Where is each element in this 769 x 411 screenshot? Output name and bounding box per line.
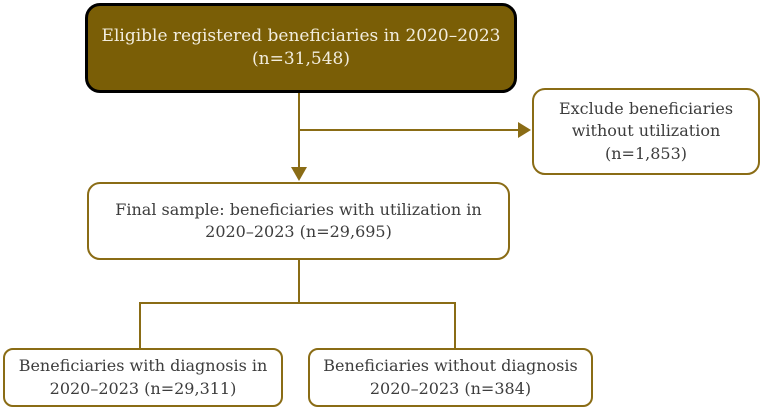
node-text-line: Beneficiaries without diagnosis bbox=[323, 356, 578, 376]
node-exclude-beneficiaries: Exclude beneficiaries without utilizatio… bbox=[532, 88, 760, 175]
node-text-line: Beneficiaries with diagnosis in bbox=[18, 356, 268, 376]
node-text-line: without utilization bbox=[571, 121, 721, 141]
node-text-line: (n=31,548) bbox=[252, 49, 350, 69]
node-eligible-beneficiaries: Eligible registered beneficiaries in 202… bbox=[85, 3, 517, 93]
node-without-diagnosis: Beneficiaries without diagnosis 2020–202… bbox=[308, 348, 593, 407]
node-text-line: Final sample: beneficiaries with utiliza… bbox=[115, 199, 482, 219]
node-text-line: Eligible registered beneficiaries in 202… bbox=[101, 25, 501, 46]
node-with-diagnosis: Beneficiaries with diagnosis in 2020–202… bbox=[3, 348, 283, 407]
node-text-line: 2020–2023 (n=29,695) bbox=[205, 222, 392, 241]
node-text-line: 2020–2023 (n=29,311) bbox=[49, 378, 237, 398]
node-text-line: (n=1,853) bbox=[605, 143, 687, 163]
arrow-right-icon bbox=[518, 122, 531, 138]
node-text-line: Exclude beneficiaries bbox=[558, 99, 734, 119]
arrow-down-icon bbox=[291, 167, 307, 181]
node-final-sample: Final sample: beneficiaries with utiliza… bbox=[87, 182, 510, 260]
node-text-line: 2020–2023 (n=384) bbox=[369, 378, 532, 398]
